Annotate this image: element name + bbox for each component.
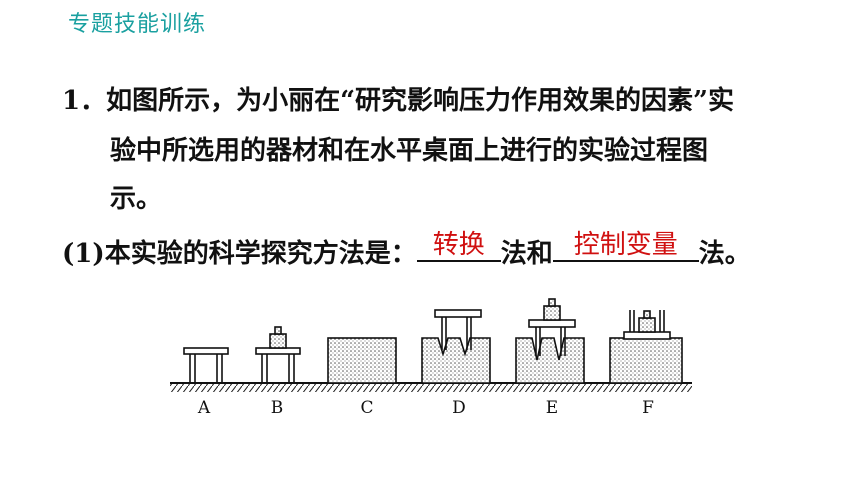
label-e: E <box>546 398 558 418</box>
answer-blank-1[interactable]: 转换 <box>416 230 501 262</box>
apparatus-f-sponge-inverted-table <box>609 310 683 384</box>
question-text-1: 如图所示，为小丽在“研究影响压力作用效果的因素”实 <box>106 86 735 116</box>
question-line-2: 验中所选用的器材和在水平桌面上进行的实验过程图 <box>110 136 709 166</box>
question-line-3: 示。 <box>110 184 163 214</box>
part1-prefix: (1)本实验的科学探究方法是： <box>62 239 417 269</box>
answer-blank-2[interactable]: 控制变量 <box>552 230 699 262</box>
apparatus-c-sponge <box>327 337 397 384</box>
ground <box>170 382 692 392</box>
part1-suffix: 法。 <box>698 239 751 269</box>
question-part-1: (1)本实验的科学探究方法是： 转换法和控制变量法。 <box>62 230 751 270</box>
question-line-1: 1．如图所示，为小丽在“研究影响压力作用效果的因素”实 <box>62 80 734 117</box>
apparatus-b-table-weight <box>255 326 301 383</box>
answer-1: 转换 <box>432 230 485 260</box>
experiment-figure: A B C D E F <box>170 298 692 418</box>
apparatus-a-table <box>183 347 229 383</box>
apparatus-e-sponge-table-weight <box>515 298 585 384</box>
question-number: 1． <box>62 86 107 116</box>
apparatus-d-sponge-table <box>421 309 491 384</box>
section-header: 专题技能训练 <box>68 12 207 37</box>
label-c: C <box>360 398 373 418</box>
part1-mid: 法和 <box>500 239 553 269</box>
label-a: A <box>197 398 211 418</box>
label-b: B <box>271 398 284 418</box>
answer-2: 控制变量 <box>573 230 678 260</box>
label-d: D <box>452 398 466 418</box>
label-f: F <box>642 398 654 418</box>
